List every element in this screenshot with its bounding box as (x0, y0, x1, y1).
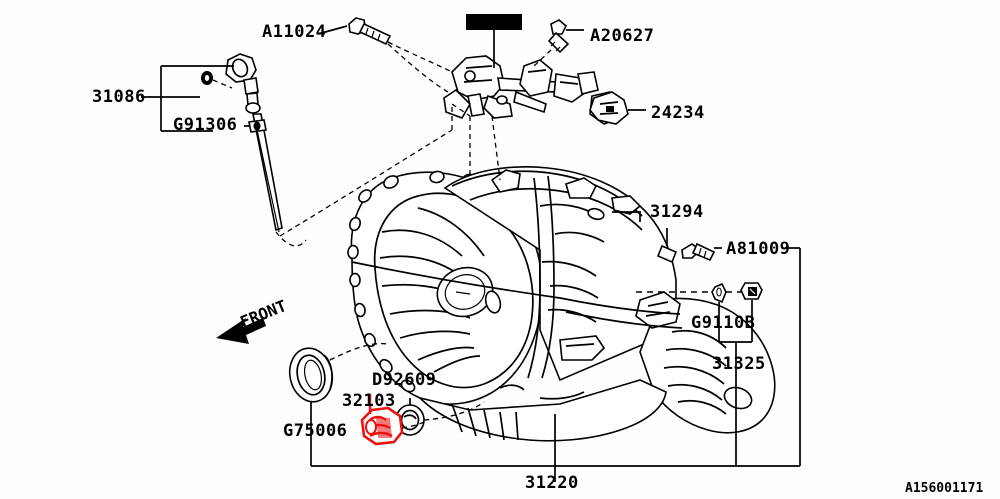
shift-linkage-assembly (443, 55, 623, 125)
label-g9110b[interactable]: G9110B (691, 313, 755, 333)
label-a20627[interactable]: A20627 (590, 26, 654, 46)
linkage-route-dash2 (491, 115, 501, 181)
dipstick-tip-dash (275, 231, 307, 247)
bell-housing-ribs (379, 207, 485, 373)
part-a11024-bolt (348, 17, 392, 46)
label-31325[interactable]: 31325 (712, 354, 766, 374)
bracket-31086 (141, 65, 234, 132)
transmission-housing-illustration (347, 166, 776, 442)
rear-housing-fins (663, 329, 727, 415)
part-31086-dipstick (201, 53, 283, 233)
figure-id-label: A156001171 (905, 481, 983, 496)
part-31325-nut (740, 282, 763, 300)
label-a11024[interactable]: A11024 (262, 22, 326, 42)
part-a20627-bolt (533, 19, 570, 67)
dash-a11024-b (387, 43, 449, 93)
label-24234[interactable]: 24234 (651, 103, 705, 123)
part-31294-dowel (656, 244, 678, 264)
dash-d92609 (423, 401, 485, 421)
label-a81009[interactable]: A81009 (726, 239, 790, 259)
dash-32103 (401, 421, 425, 429)
part-32103-highlighted (360, 406, 404, 446)
label-d92609[interactable]: D92609 (372, 370, 436, 390)
dipstick-route-dash (279, 129, 453, 237)
bracket-31325 (718, 300, 753, 466)
part-g75006-oil-seal (288, 347, 334, 403)
linkage-route-dash3 (451, 103, 471, 117)
part-g9110b-washer (711, 282, 727, 304)
leader-a11024 (317, 25, 348, 35)
redacted-label-bar (466, 14, 522, 30)
dash-a11024 (387, 41, 453, 73)
label-32103[interactable]: 32103 (342, 391, 396, 411)
part-a81009-bolt (681, 242, 716, 262)
part-24234-clip (589, 91, 629, 125)
label-g75006[interactable]: G75006 (283, 421, 347, 441)
label-31294[interactable]: 31294 (650, 202, 704, 222)
bracket-31220 (311, 414, 800, 482)
label-g91306[interactable]: G91306 (173, 115, 237, 135)
dash-g75006 (329, 342, 389, 361)
front-direction-arrow (216, 318, 266, 344)
sump-ribs (451, 403, 519, 441)
label-31086[interactable]: 31086 (92, 87, 146, 107)
label-31220[interactable]: 31220 (525, 473, 579, 493)
